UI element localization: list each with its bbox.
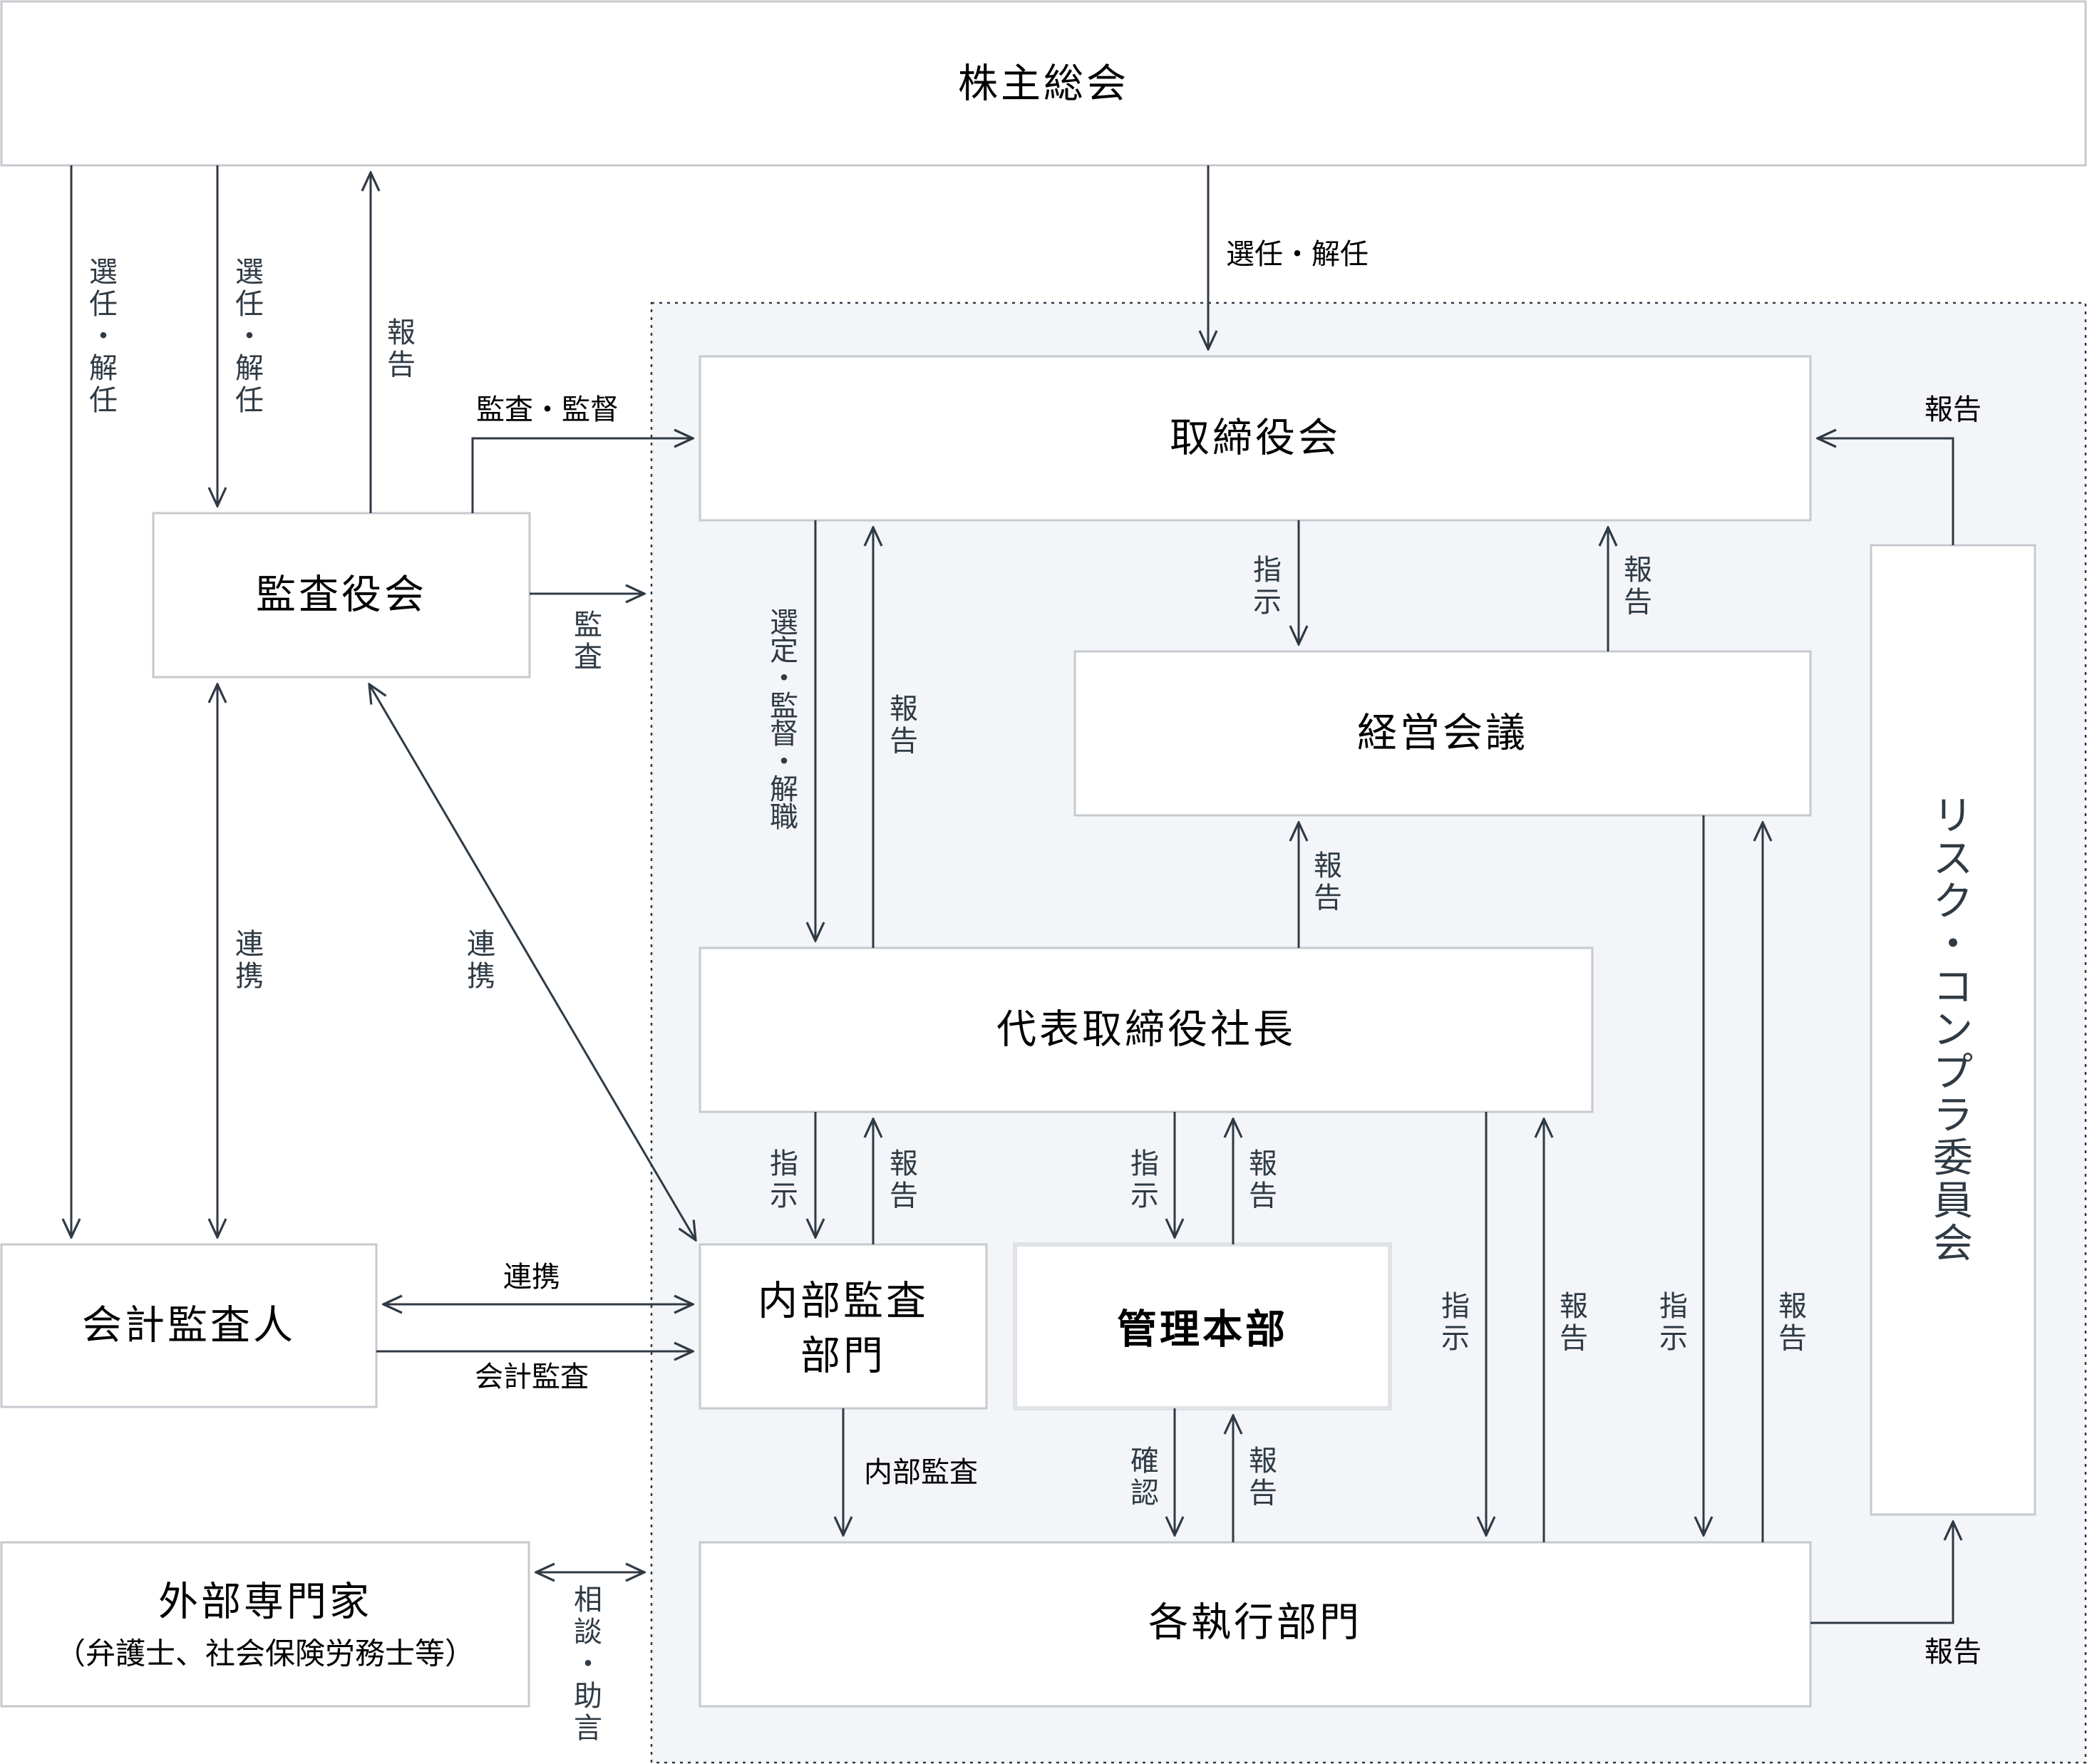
label-select-supervise-dismiss: 選定・監督・解職 (770, 607, 798, 834)
label-instruct-board-to-council: 指示 (1253, 554, 1282, 619)
accounting-auditor-label: 会計監査人 (82, 1303, 296, 1349)
board-of-directors-label: 取締役会 (1170, 416, 1341, 462)
board-of-directors-box: 取締役会 (699, 355, 1812, 522)
label-confirm-admin-exec: 確認 (1130, 1445, 1159, 1510)
risk-compliance-committee-label: リスク・コンプラ委員会 (1933, 793, 1973, 1267)
internal-audit-dept-label-line1: 内部監査 (758, 1279, 929, 1325)
arrow-audit-supervise-board (471, 438, 693, 513)
label-elect-dismiss-board: 選任・解任 (1226, 238, 1369, 271)
label-report-council-to-board: 報告 (1624, 554, 1652, 619)
label-report-audit-to-shareholders: 報告 (387, 316, 416, 381)
label-instruct-pres-to-exec: 指示 (1441, 1290, 1470, 1355)
label-risk-report-board: 報告 (1924, 393, 1982, 426)
risk-compliance-committee-box: リスク・コンプラ委員会 (1870, 544, 2036, 1516)
label-cooperate-v1: 連携 (235, 928, 264, 993)
label-report-internal-to-pres: 報告 (890, 1147, 918, 1212)
label-elect-dismiss-v2: 選任・解任 (235, 256, 264, 417)
label-exec-report-risk: 報告 (1924, 1636, 1982, 1668)
label-audit-supervise: 監査・監督 (476, 393, 619, 426)
connectors (71, 165, 1954, 1624)
internal-audit-dept-label-line2: 部門 (800, 1334, 886, 1380)
label-cooperate-accountant-internal: 連携 (503, 1261, 560, 1294)
shareholders-meeting-label: 株主総会 (958, 61, 1129, 108)
shareholders-meeting-box: 株主総会 (0, 0, 2087, 167)
label-report-exec-to-pres: 報告 (1560, 1290, 1588, 1355)
executive-depts-label: 各執行部門 (1148, 1600, 1362, 1646)
external-experts-label: 外部専門家 (158, 1579, 372, 1626)
audit-board-label: 監査役会 (256, 572, 427, 619)
internal-audit-dept-box: 内部監査 部門 (699, 1243, 988, 1410)
label-report-admin-to-pres: 報告 (1249, 1147, 1277, 1212)
external-experts-box: 外部専門家 （弁護士、社会保険労務士等） (0, 1541, 530, 1708)
management-council-box: 経営会議 (1073, 650, 1812, 817)
president-label: 代表取締役社長 (996, 1007, 1296, 1053)
arrow-audit-board-internal-audit (369, 684, 696, 1240)
label-report-exec-to-council: 報告 (1778, 1290, 1807, 1355)
label-elect-dismiss-v1: 選任・解任 (89, 256, 118, 417)
accounting-auditor-box: 会計監査人 (0, 1243, 378, 1408)
label-audit-v: 監査 (574, 609, 602, 674)
president-box: 代表取締役社長 (699, 947, 1594, 1113)
admin-hq-box: 管理本部 (1013, 1242, 1392, 1410)
label-report-exec-to-admin: 報告 (1249, 1445, 1277, 1510)
arrow-exec-report-risk (1810, 1522, 1953, 1624)
label-report-pres-to-board: 報告 (890, 693, 918, 758)
label-instruct-pres-to-admin: 指示 (1130, 1147, 1159, 1212)
executive-depts-box: 各執行部門 (699, 1541, 1812, 1708)
label-accounting-audit: 会計監査 (475, 1361, 589, 1393)
audit-board-box: 監査役会 (152, 512, 531, 679)
label-internal-audit-edge: 内部監査 (864, 1456, 978, 1489)
label-consult-advice: 相談・助言 (574, 1584, 602, 1745)
arrow-risk-report-to-board (1818, 438, 1954, 545)
label-cooperate-v2: 連携 (467, 928, 495, 993)
label-instruct-pres-to-internal: 指示 (770, 1147, 798, 1212)
label-instruct-council-to-exec: 指示 (1659, 1290, 1688, 1355)
admin-hq-label: 管理本部 (1117, 1307, 1288, 1353)
external-experts-note: （弁護士、社会保険労務士等） (56, 1636, 475, 1671)
management-council-label: 経営会議 (1357, 711, 1528, 757)
label-report-pres-to-council: 報告 (1314, 850, 1342, 914)
